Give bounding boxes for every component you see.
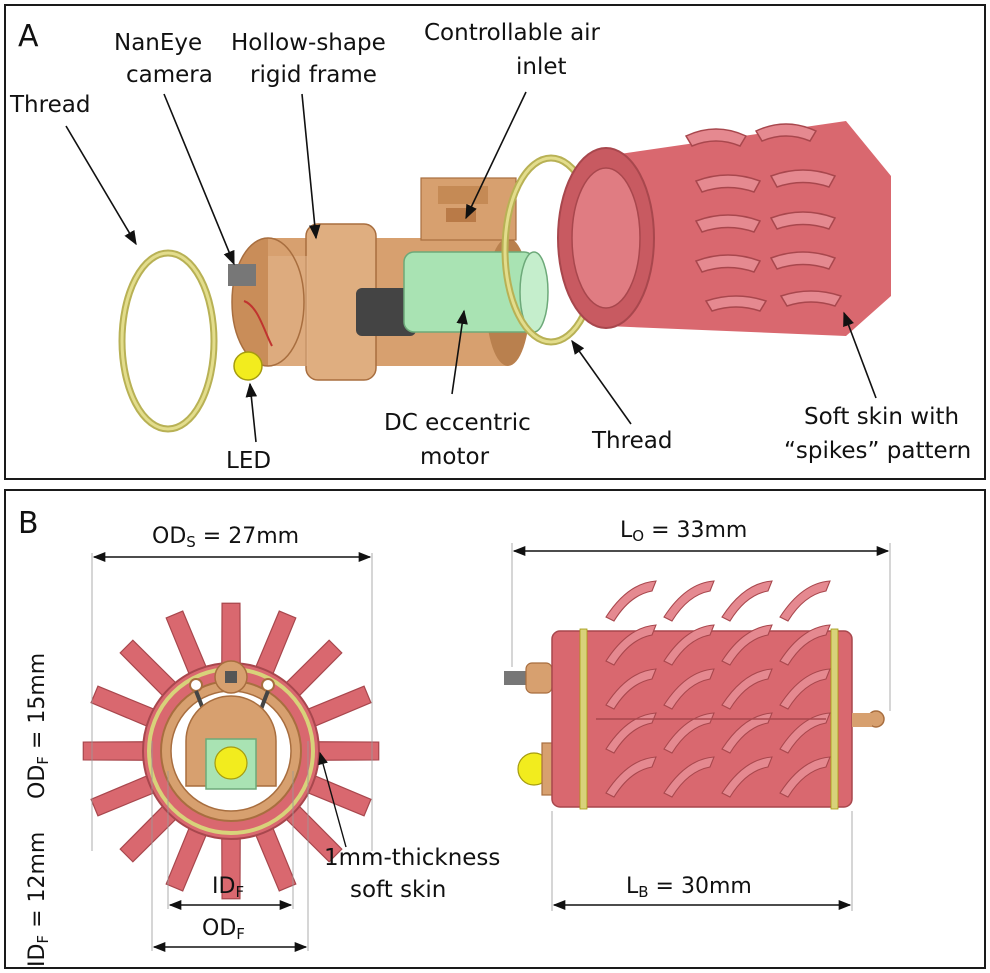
soft-skin <box>557 121 891 336</box>
dim-ods: ODS = 27mm <box>152 524 299 551</box>
side-spike-blade <box>779 756 831 798</box>
side-spike-blade <box>721 756 773 798</box>
side-spike-blade <box>721 624 773 666</box>
label-frame-2: rigid frame <box>250 62 377 88</box>
front-dimension-lines <box>91 551 373 953</box>
side-spike-blade <box>663 756 715 798</box>
spike-blade <box>221 602 241 669</box>
dc-motor <box>356 251 549 336</box>
dim-idf: IDF <box>212 874 244 901</box>
side-spike-blade <box>663 580 715 622</box>
label-inlet-2: inlet <box>516 54 567 80</box>
camera-wire <box>243 300 273 347</box>
label-skin-thickness-2: soft skin <box>350 877 446 903</box>
panel-a: A <box>4 4 986 480</box>
side-spike-blade <box>605 756 657 798</box>
side-view <box>504 580 885 810</box>
led <box>233 351 263 381</box>
side-spike-blade <box>721 712 773 754</box>
side-spike-blade <box>605 624 657 666</box>
label-skin-thickness-1: 1mm-thickness <box>324 845 500 871</box>
label-thread-left: Thread <box>9 92 90 118</box>
side-spike-blade <box>779 624 831 666</box>
panel-b-illustration: B <box>18 506 891 967</box>
side-spike-blade <box>779 580 831 622</box>
panel-a-letter: A <box>18 19 39 54</box>
side-spike-blade <box>721 580 773 622</box>
nanoeye-camera <box>228 264 256 286</box>
label-skin-2: “spikes” pattern <box>784 438 971 464</box>
spike-blade <box>82 741 149 761</box>
side-spike-blade <box>779 668 831 710</box>
side-spike-blade <box>779 712 831 754</box>
side-spike-blade <box>663 712 715 754</box>
label-skin-1: Soft skin with <box>804 404 959 430</box>
dim-odf: ODF <box>202 916 245 943</box>
label-inlet-1: Controllable air <box>424 20 601 46</box>
panel-b: B <box>4 489 986 969</box>
side-spike-blade <box>605 580 657 622</box>
side-spike-blade <box>663 624 715 666</box>
side-spike-blade <box>721 668 773 710</box>
side-dimension-lines <box>511 543 891 911</box>
side-spike-blade <box>605 712 657 754</box>
dim-odf-vertical: ODF = 15mm <box>25 653 52 799</box>
spike-blades <box>82 602 380 900</box>
spike-blade <box>313 741 380 761</box>
label-motor-2: motor <box>420 444 490 470</box>
dim-lo: LO = 33mm <box>620 518 747 545</box>
side-spike-blade <box>663 668 715 710</box>
side-spike-blade <box>605 668 657 710</box>
label-motor-1: DC eccentric <box>384 410 531 436</box>
label-nanoeye-2: camera <box>126 62 213 88</box>
label-frame-1: Hollow-shape <box>231 30 386 56</box>
dim-idf-vertical: IDF = 12mm <box>25 832 52 967</box>
side-spike-blades <box>605 580 831 798</box>
dim-lb: LB = 30mm <box>626 874 752 901</box>
panel-b-letter: B <box>18 506 39 541</box>
panel-a-illustration: A <box>9 19 971 474</box>
label-nanoeye-1: NanEye <box>114 30 202 56</box>
label-led: LED <box>226 448 271 474</box>
label-thread-right: Thread <box>591 428 672 454</box>
front-view <box>82 602 380 900</box>
panel-a-arrows <box>65 91 877 443</box>
